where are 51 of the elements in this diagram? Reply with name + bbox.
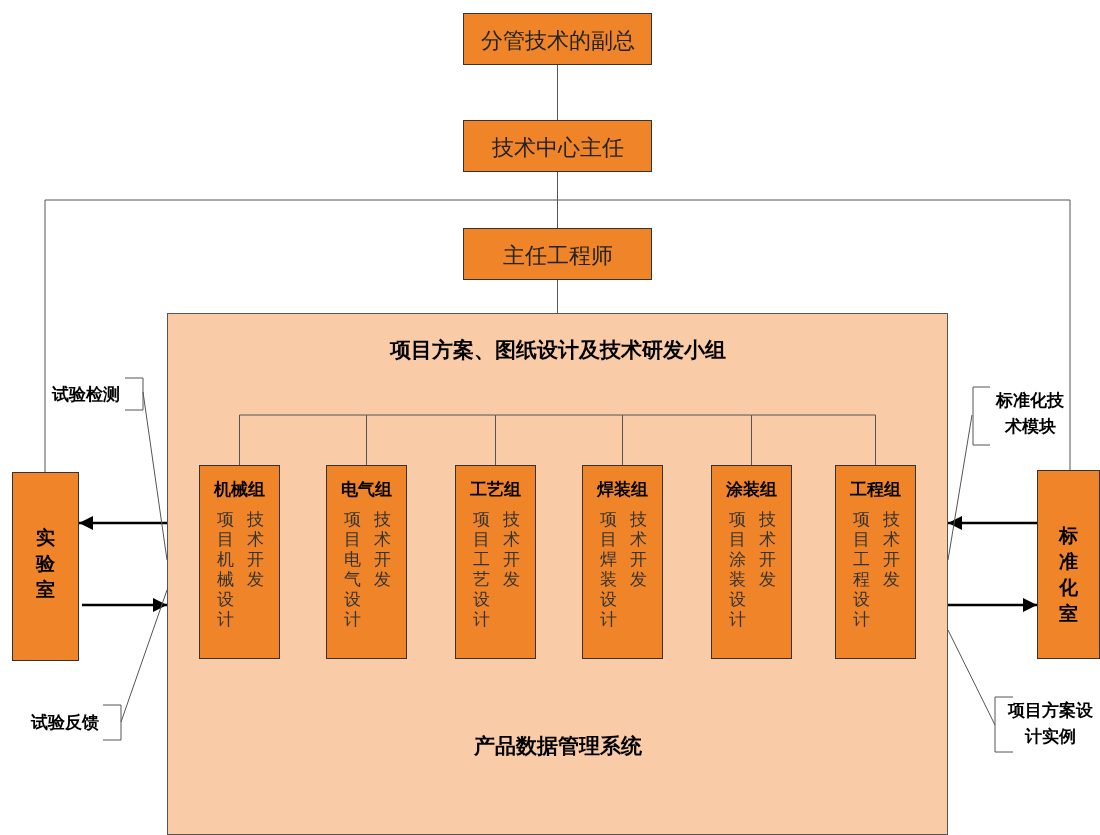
arrow: [948, 516, 1037, 530]
box-label: 技术中心主任: [490, 134, 625, 162]
arrow: [948, 598, 1037, 612]
group-panel: [167, 313, 948, 835]
team-title: 电气组: [340, 479, 393, 501]
annotation-text: 试验检测: [46, 382, 126, 408]
team-box: [455, 465, 536, 659]
vertical-label: 项目工艺设计: [472, 510, 491, 630]
panel-heading: 项目方案、图纸设计及技术研发小组: [388, 337, 727, 364]
team-title: 焊装组: [595, 479, 649, 501]
vertical-label: 项目工程设计: [852, 510, 871, 630]
arrow: [82, 598, 167, 612]
arrow: [79, 516, 167, 530]
title-box: [463, 13, 652, 65]
vertical-label: 技术开发: [502, 510, 521, 590]
team-title: 涂装组: [725, 479, 778, 501]
team-box: [326, 465, 407, 659]
vertical-label: 项目机械设计: [216, 510, 235, 630]
connector-line: [751, 414, 876, 466]
department-box: [1037, 470, 1100, 659]
leader-line: [120, 589, 168, 723]
department-box: [12, 472, 79, 661]
connector-line: [557, 64, 558, 121]
box-label: 分管技术的副总: [479, 27, 636, 55]
team-box: [199, 465, 280, 659]
team-box: [711, 465, 792, 659]
team-title: 工程组: [849, 479, 902, 501]
annotation-text: 标准化技术模块: [990, 388, 1070, 442]
vertical-label: 项目电气设计: [343, 510, 362, 630]
vertical-label: 技术开发: [758, 510, 777, 590]
team-title: 机械组: [213, 479, 266, 501]
vertical-label: 技术开发: [373, 510, 392, 590]
vertical-label: 项目涂装设计: [728, 510, 747, 630]
vertical-label: 技术开发: [629, 510, 648, 590]
team-box: [835, 465, 916, 659]
box-label: 实验室: [35, 526, 57, 602]
title-box: [463, 228, 652, 280]
team-box: [582, 465, 663, 659]
leader-line: [947, 629, 996, 726]
team-title: 工艺组: [469, 479, 522, 501]
annotation-text: 试验反馈: [26, 710, 104, 736]
vertical-label: 项目焊装设计: [599, 510, 618, 630]
vertical-label: 技术开发: [882, 510, 901, 590]
vertical-label: 技术开发: [246, 510, 265, 590]
box-label: 标准化室: [1058, 524, 1080, 626]
connector-line: [239, 414, 367, 466]
box-label: 主任工程师: [501, 242, 614, 270]
connector-line: [557, 279, 558, 314]
annotation-text: 项目方案设计实例: [1000, 698, 1100, 752]
title-box: [463, 120, 652, 172]
panel-footer: 产品数据管理系统: [168, 732, 947, 760]
